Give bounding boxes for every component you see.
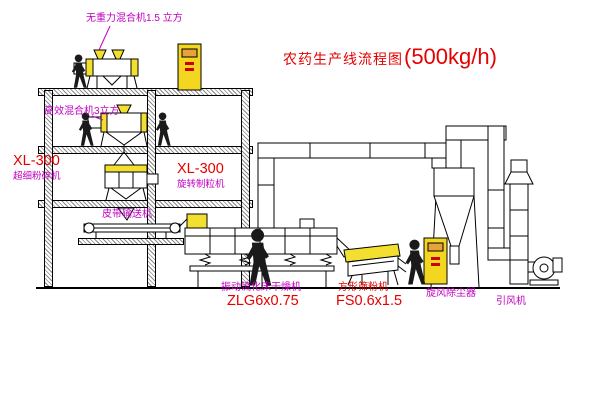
worker-figure: [155, 112, 171, 146]
label-sieve-model: FS0.6x1.5: [336, 293, 403, 309]
building-slab-2f: [38, 146, 253, 154]
exhaust-duct-drawing: [257, 142, 449, 229]
ground-line: [36, 287, 560, 289]
square-sieve-drawing: [343, 243, 407, 286]
building-column-left: [44, 90, 53, 287]
label-cyclone: 旋风除尘器: [426, 288, 476, 299]
label-high-efficiency-mixer: 高效混合机3立方: [44, 106, 120, 117]
label-granulator-model: XL-300: [177, 161, 224, 177]
label-gravity-free-mixer: 无重力混合机1.5 立方: [86, 13, 183, 24]
label-dryer-model: ZLG6x0.75: [227, 293, 299, 309]
label-granulator-name: 旋转制粒机: [177, 179, 225, 190]
label-mill-name: 超细粉碎机: [13, 171, 61, 182]
building-column-mid: [147, 90, 156, 287]
control-cabinet-lower: [423, 237, 448, 285]
worker-figure: [71, 54, 87, 88]
belt-conveyor-drawing: [83, 218, 188, 238]
stack-and-fan-duct-drawing: [445, 125, 519, 261]
building-slab-3f: [38, 200, 253, 208]
worker-figure: [405, 239, 426, 285]
label-fan: 引风机: [496, 296, 526, 307]
gravity-free-mixer-drawing: [73, 49, 139, 89]
worker-figure: [246, 228, 272, 286]
label-sieve-name: 方形筛粉机: [338, 282, 388, 293]
label-mill-model: XL-300: [13, 153, 60, 169]
induced-draft-fan-drawing: [527, 256, 563, 286]
building-beam-top: [38, 88, 253, 96]
conveyor-platform: [78, 238, 184, 245]
building-column-right: [241, 90, 250, 287]
label-belt-conveyor: 皮带输送机: [102, 209, 152, 220]
diagram-title-capacity: (500kg/h): [404, 44, 497, 69]
fluid-bed-dryer-drawing: [184, 213, 353, 287]
diagram-title: 农药生产线流程图 (500kg/h): [283, 44, 497, 70]
diagram-title-text: 农药生产线流程图: [283, 51, 403, 67]
exhaust-stack-drawing: [504, 159, 534, 285]
cyclone-separator-drawing: [430, 125, 480, 288]
label-dryer-name: 振动流化床干燥机: [221, 282, 301, 293]
control-cabinet-upper: [177, 43, 202, 91]
